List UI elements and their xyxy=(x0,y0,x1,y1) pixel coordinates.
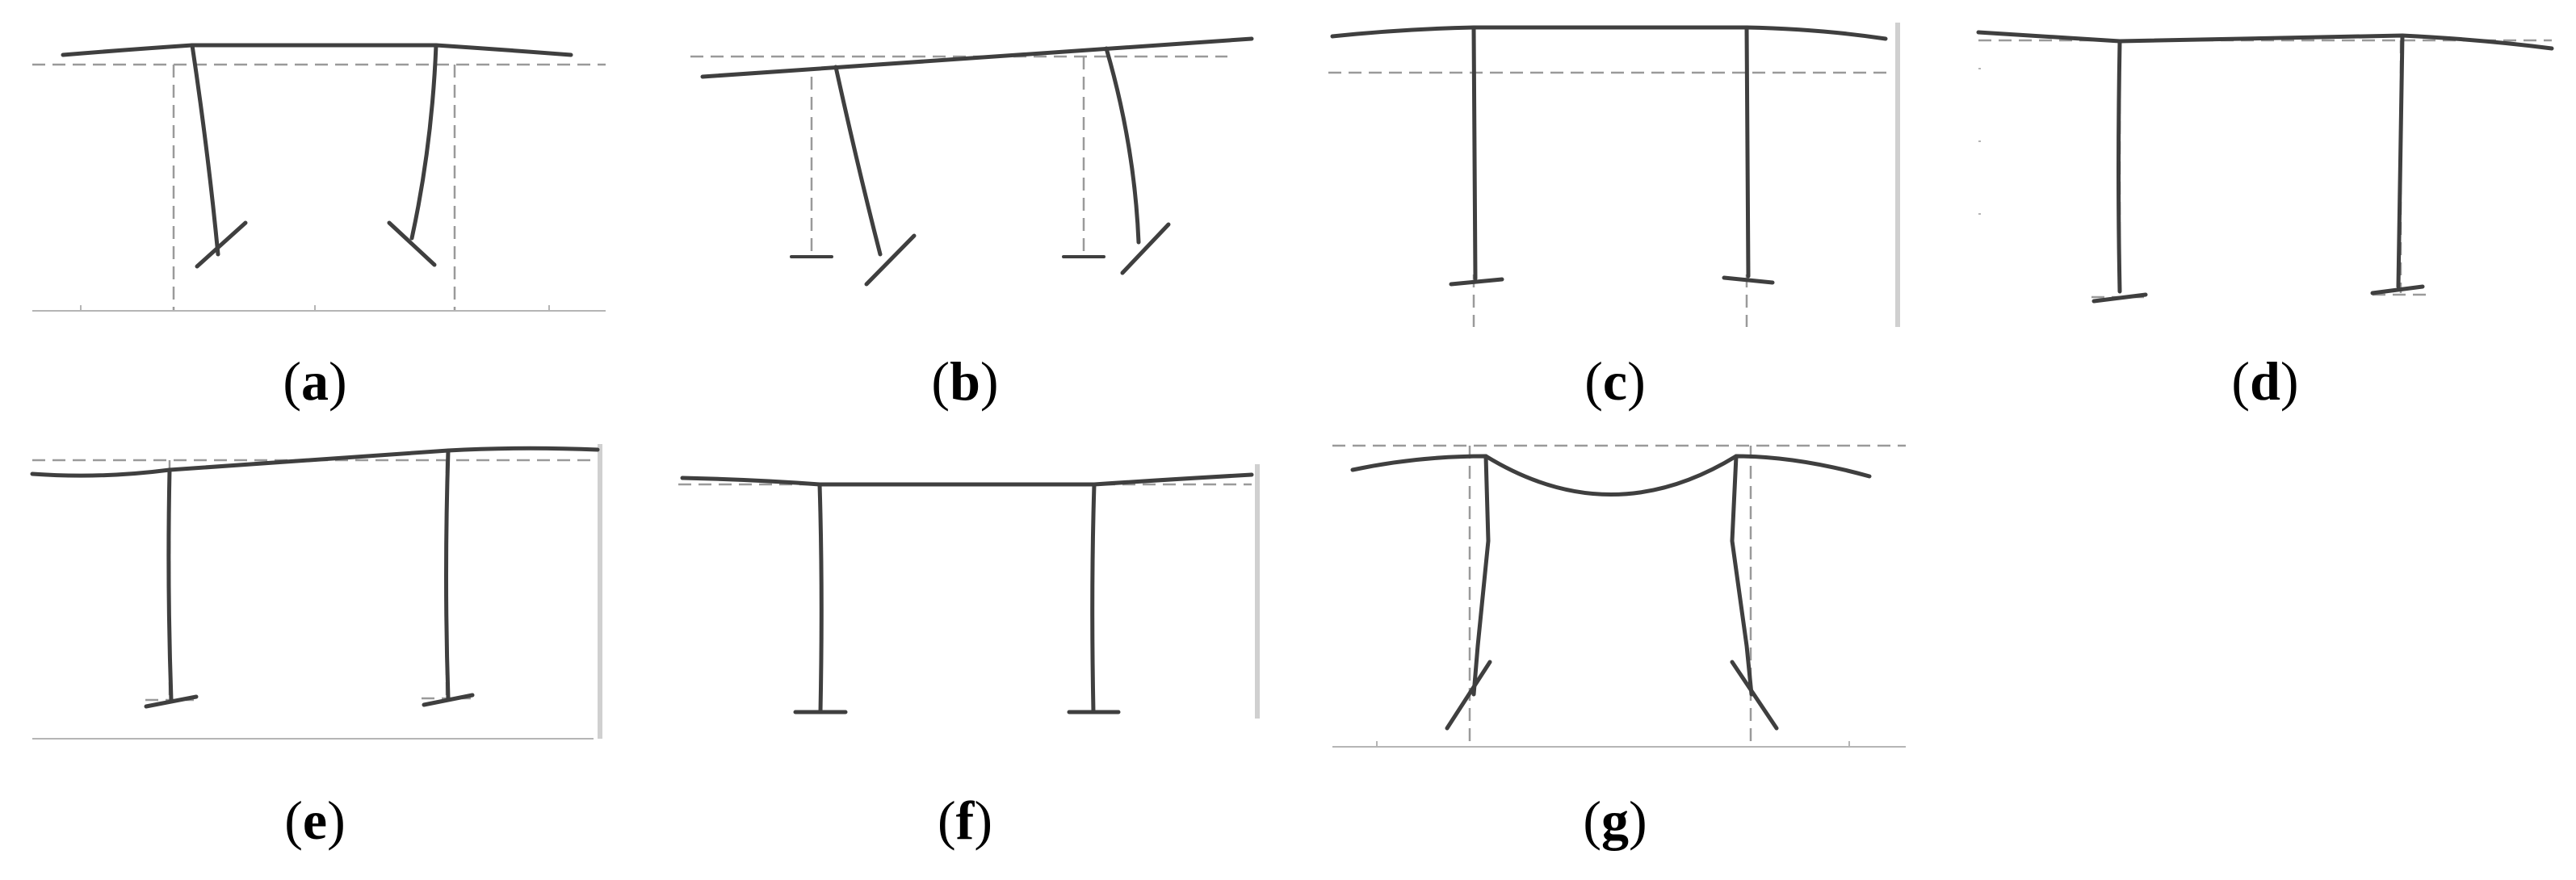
deformed-left-column xyxy=(1471,25,1478,281)
right-support xyxy=(387,220,437,267)
panel-c-drawing xyxy=(1328,23,1900,327)
left-support xyxy=(144,694,199,709)
panel-a-caption: (a) xyxy=(283,350,347,412)
panel-b-caption: (b) xyxy=(931,350,999,412)
panel-b-label: b xyxy=(950,350,980,412)
left-support xyxy=(1449,277,1504,287)
panel-f-drawing xyxy=(678,464,1260,719)
deformed-right-column xyxy=(409,43,438,241)
deformed-left-column xyxy=(1471,454,1491,697)
deformed-beam xyxy=(30,446,600,478)
panel-c-caption: (c) xyxy=(1584,350,1646,412)
left-support xyxy=(1445,660,1492,731)
right-support xyxy=(1722,275,1775,285)
panel-b-drawing xyxy=(690,36,1254,287)
deformed-beam xyxy=(1330,25,1888,41)
panel-g-caption: (g) xyxy=(1583,790,1647,851)
deformed-left-column xyxy=(2117,39,2122,294)
right-support xyxy=(1730,660,1779,731)
panel-c-label: c xyxy=(1602,350,1628,412)
right-support xyxy=(2370,284,2425,295)
deformed-right-column xyxy=(1730,454,1754,697)
panel-e-drawing xyxy=(30,444,602,740)
deformed-right-column xyxy=(1090,482,1097,714)
deformed-right-column xyxy=(1744,25,1751,279)
panel-d-drawing xyxy=(1976,30,2554,304)
deformed-right-column xyxy=(444,448,451,701)
left-support xyxy=(2091,292,2148,304)
deformed-left-column xyxy=(817,482,824,714)
left-support xyxy=(864,233,917,287)
panel-g-drawing xyxy=(1332,444,1906,748)
deformed-beam xyxy=(680,472,1254,487)
panel-f-label: f xyxy=(955,790,975,851)
deformed-right-column xyxy=(1104,46,1141,245)
panel-e-caption: (e) xyxy=(284,790,346,851)
deformed-beam xyxy=(1350,454,1872,497)
deformed-left-column xyxy=(833,65,883,257)
left-support xyxy=(195,220,248,269)
panel-a-drawing xyxy=(32,43,606,312)
panel-d-caption: (d) xyxy=(2231,350,2299,412)
deformed-left-column xyxy=(190,43,220,257)
panel-f-caption: (f) xyxy=(938,790,992,851)
panel-a-label: a xyxy=(301,350,329,412)
deformed-right-column xyxy=(2396,33,2405,289)
right-support xyxy=(422,693,475,707)
deformed-beam xyxy=(61,43,573,57)
deformed-beam xyxy=(1976,30,2554,51)
right-support xyxy=(1120,222,1171,275)
deformed-beam xyxy=(700,36,1254,79)
panel-e-label: e xyxy=(302,790,328,851)
panel-g-label: g xyxy=(1601,790,1629,851)
panel-d-label: d xyxy=(2250,350,2280,412)
deformed-left-column xyxy=(166,467,174,702)
